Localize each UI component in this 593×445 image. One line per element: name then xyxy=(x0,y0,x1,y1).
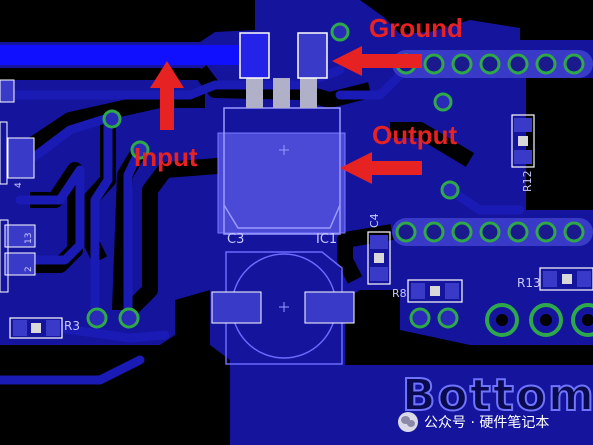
ground-arrow xyxy=(332,46,422,76)
via xyxy=(437,307,459,329)
via xyxy=(330,22,350,42)
r3-body xyxy=(31,323,41,333)
via xyxy=(130,140,150,160)
watermark: 公众号 · 硬件笔记本 xyxy=(398,410,549,434)
via xyxy=(86,307,108,329)
r12-pad-bottom xyxy=(514,150,532,164)
silk-partial-4: 4 xyxy=(14,182,24,188)
c4-outline xyxy=(367,231,391,285)
r8-body xyxy=(430,286,440,296)
void-bottom-right xyxy=(345,290,593,365)
silk-partial-2: 2 xyxy=(24,266,34,272)
large-holes xyxy=(485,303,593,337)
left-pad-4 xyxy=(4,252,36,276)
left-part-outline-2 xyxy=(0,219,9,293)
r8-pad-left xyxy=(411,283,425,299)
left-pad-1 xyxy=(0,79,15,103)
via xyxy=(409,307,431,329)
r13-outline xyxy=(539,267,593,291)
ground-label: Ground xyxy=(369,13,463,43)
silk-c4: C4 xyxy=(368,213,381,228)
silk-c3: C3 xyxy=(227,232,245,247)
r13-pad-left xyxy=(543,271,557,287)
layer-label: Bottom xyxy=(401,369,593,422)
left-pad-3 xyxy=(4,224,36,248)
left-part-outline xyxy=(0,121,8,185)
via xyxy=(102,109,122,129)
silk-ic1: IC1 xyxy=(316,232,338,247)
silk-r3: R3 xyxy=(64,319,80,333)
silk-partial-13: 13 xyxy=(24,232,34,244)
ic1-pin-input xyxy=(246,78,263,108)
void-right xyxy=(526,78,593,210)
c3-pad-left xyxy=(211,291,262,324)
via xyxy=(440,180,460,200)
r12-outline xyxy=(511,114,535,168)
via xyxy=(118,307,140,329)
input-arrow xyxy=(150,61,184,130)
header-pins-mid xyxy=(395,221,585,243)
c4-body xyxy=(374,253,384,263)
void-left xyxy=(0,68,205,80)
annotation-arrows xyxy=(150,46,422,184)
silk-r13: R13 xyxy=(517,276,541,290)
c4-pad-bottom xyxy=(370,267,388,281)
r13-body xyxy=(562,274,572,284)
left-pad-2 xyxy=(7,137,35,179)
r3-pad-left xyxy=(13,320,27,336)
r8-outline xyxy=(407,279,463,303)
input-label: Input xyxy=(134,142,198,172)
void-top-left xyxy=(0,0,255,42)
ic1-pin-ground xyxy=(300,78,317,108)
ic1-notch xyxy=(223,204,341,229)
ic1-tab-pad xyxy=(217,132,346,234)
vias xyxy=(86,22,460,329)
ic1-pin-output xyxy=(273,78,290,108)
silk-r12: R12 xyxy=(521,170,534,192)
r12-body xyxy=(518,136,528,146)
silk-r8: R8 xyxy=(392,287,407,300)
r13-pad-right xyxy=(577,271,591,287)
input-trace xyxy=(0,45,255,65)
void-top-right xyxy=(360,0,593,40)
ground-pad xyxy=(297,32,328,79)
input-pad xyxy=(239,32,270,79)
r8-pad-right xyxy=(445,283,459,299)
output-label: Output xyxy=(372,120,458,150)
output-arrow xyxy=(340,152,422,184)
r3-outline xyxy=(9,317,63,339)
via xyxy=(433,92,453,112)
r12-pad-top xyxy=(514,118,532,132)
wechat-icon xyxy=(398,412,418,432)
c3-pad-right xyxy=(304,291,355,324)
c4-pad-top xyxy=(370,235,388,249)
r3-pad-right xyxy=(46,320,60,336)
watermark-text: 公众号 · 硬件笔记本 xyxy=(424,415,550,431)
